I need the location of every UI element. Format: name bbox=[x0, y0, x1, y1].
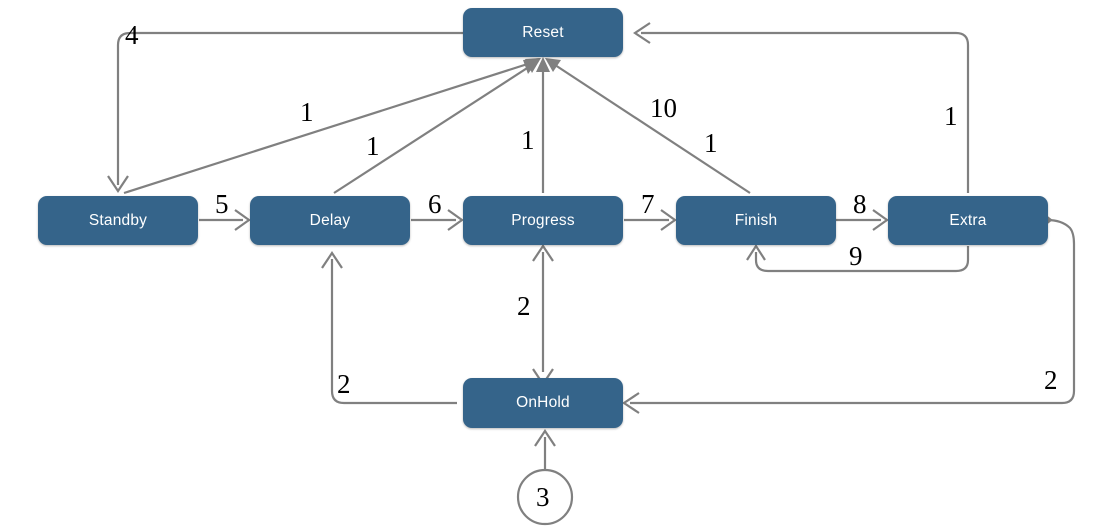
edge-extra-finish bbox=[746, 243, 970, 273]
edge-label-finish-reset-10: 10 bbox=[650, 93, 677, 123]
edge-label-finish-reset-1: 1 bbox=[704, 128, 718, 158]
edge-label-standby-reset: 1 bbox=[300, 97, 314, 127]
state-node-label: Progress bbox=[511, 211, 575, 229]
edge-onhold-progress bbox=[532, 244, 554, 386]
edge-label-delay-reset: 1 bbox=[366, 131, 380, 161]
state-node-label: Reset bbox=[522, 23, 564, 41]
state-node-finish[interactable]: Finish bbox=[676, 196, 836, 245]
edge-label-reset-standby: 4 bbox=[125, 20, 139, 50]
edge-label-onhold-delay: 2 bbox=[337, 369, 351, 399]
edge-label-standby-delay: 5 bbox=[215, 189, 229, 219]
edge-delay-reset bbox=[333, 58, 541, 194]
state-node-reset[interactable]: Reset bbox=[463, 8, 623, 57]
state-node-delay[interactable]: Delay bbox=[250, 196, 410, 245]
state-node-label: Delay bbox=[309, 211, 351, 229]
state-node-label: Extra bbox=[949, 211, 987, 229]
edge-label-finish-extra: 8 bbox=[853, 189, 867, 219]
edge-label-onhold-progress: 2 bbox=[517, 291, 531, 321]
start-marker-label: 3 bbox=[536, 482, 550, 512]
state-node-extra[interactable]: Extra bbox=[888, 196, 1048, 245]
edge-label-extra-reset: 1 bbox=[944, 101, 958, 131]
edge-label-progress-finish: 7 bbox=[641, 189, 655, 219]
edge-standby-delay bbox=[199, 209, 251, 231]
edge-progress-finish bbox=[624, 209, 677, 231]
edge-delay-progress bbox=[411, 209, 464, 231]
state-node-standby[interactable]: Standby bbox=[38, 196, 198, 245]
edge-finish-extra bbox=[836, 209, 889, 231]
state-node-label: OnHold bbox=[516, 394, 570, 411]
state-node-label: Finish bbox=[734, 211, 778, 229]
start-marker bbox=[516, 429, 574, 526]
edge-progress-reset bbox=[536, 57, 550, 193]
edge-label-extra-finish: 9 bbox=[849, 241, 863, 271]
edge-standby-reset bbox=[123, 58, 540, 195]
edge-reset-standby bbox=[107, 31, 463, 193]
state-node-label: Standby bbox=[88, 211, 148, 229]
state-node-onhold[interactable]: OnHold bbox=[463, 378, 623, 428]
edge-label-extra-onhold: 2 bbox=[1044, 365, 1058, 395]
edge-finish-reset bbox=[545, 58, 751, 194]
edge-label-progress-reset: 1 bbox=[521, 125, 535, 155]
edge-label-delay-progress: 6 bbox=[428, 189, 442, 219]
state-node-progress[interactable]: Progress bbox=[463, 196, 623, 245]
edge-extra-reset bbox=[633, 22, 970, 193]
